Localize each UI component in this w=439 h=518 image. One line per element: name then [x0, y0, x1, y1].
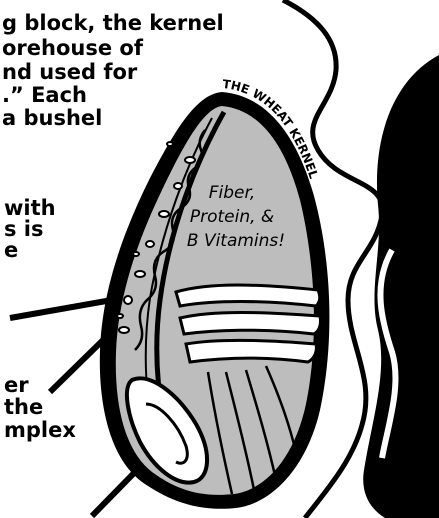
endosperm-nutrients-line2: Protein, &	[190, 207, 274, 227]
lower-text-block: er the mplex	[4, 373, 76, 442]
top-text-line5: a bushel	[2, 106, 102, 130]
endosperm-nutrients-line3: B Vitamins!	[187, 231, 285, 251]
lower-text-line3: mplex	[4, 418, 76, 442]
lower-text-line1: er	[4, 373, 29, 397]
top-text-line3: nd used for	[2, 60, 138, 84]
germ-stripes	[176, 285, 321, 362]
middle-text-block: with s is e	[4, 196, 56, 262]
wheat-kernel: Fiber, Protein, & B Vitamins!	[100, 92, 330, 509]
top-text-line1: g block, the kernel	[2, 11, 224, 35]
lower-text-line2: the	[4, 395, 43, 419]
top-text-line4: .” Each	[2, 83, 87, 107]
character-silhouette	[363, 55, 439, 518]
endosperm-nutrients-line1: Fiber,	[209, 183, 256, 203]
middle-text-line3: e	[4, 238, 18, 262]
top-text-line2: orehouse of	[2, 36, 144, 60]
